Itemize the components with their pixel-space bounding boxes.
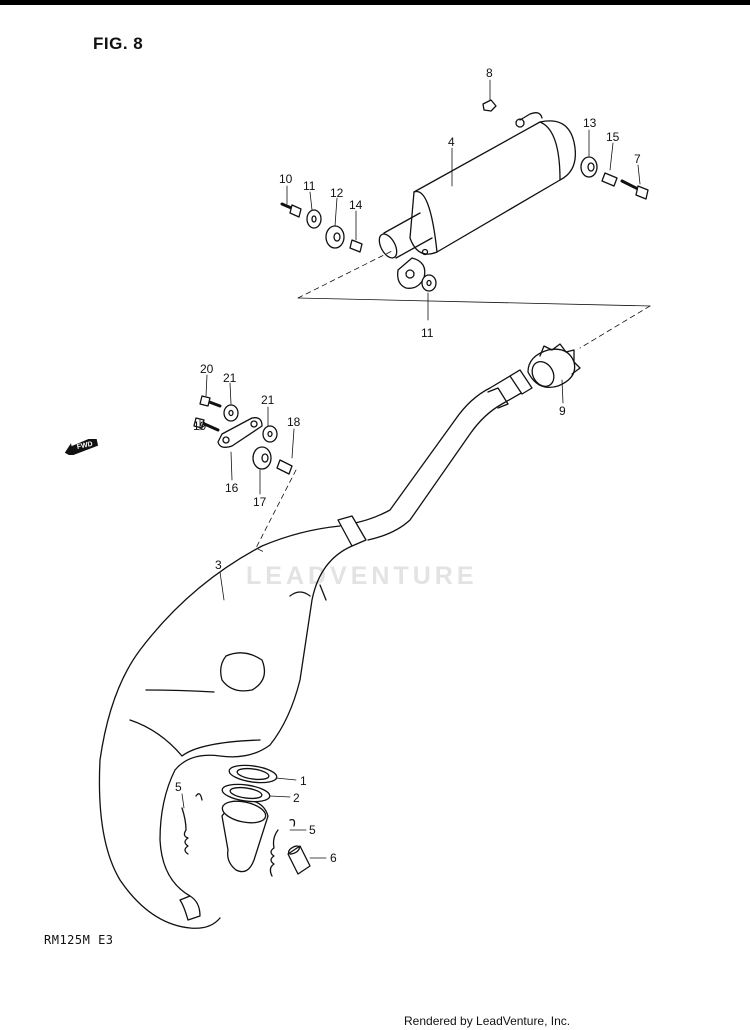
callout-21-left: 21 [223,371,237,385]
callout-1: 1 [300,774,307,788]
callout-11-lower: 11 [421,326,434,340]
callout-17: 17 [253,495,267,509]
gasket-parts [221,764,297,803]
callout-4: 4 [448,135,455,149]
callout-12: 12 [330,186,344,200]
figure-title: FIG. 8 [93,34,144,53]
callout-11-upper: 11 [303,179,316,193]
hardware-mid [193,374,297,601]
callout-6: 6 [330,851,337,865]
callout-15: 15 [606,130,620,144]
callout-2: 2 [293,791,300,805]
arrow-left-icon: FWD [64,439,99,455]
callout-20: 20 [200,362,214,376]
spring-parts [181,793,327,877]
footer-credit: Rendered by LeadVenture, Inc. [404,1014,571,1028]
callout-labels: 8 4 13 15 7 10 11 12 14 11 9 20 21 21 18… [175,66,641,865]
callout-18: 18 [287,415,301,429]
callout-19: 19 [193,419,207,433]
callout-7: 7 [634,152,641,166]
callout-10: 10 [279,172,293,186]
model-code: RM125M E3 [44,933,114,947]
muffler-part [378,112,577,289]
fwd-label: FWD [76,441,93,451]
top-border [0,0,750,5]
callout-16: 16 [225,481,239,495]
callout-5-right: 5 [309,823,316,837]
callout-9: 9 [559,404,566,418]
callout-14: 14 [349,198,363,212]
callout-21-right: 21 [261,393,275,407]
callout-5-left: 5 [175,780,182,794]
callout-13: 13 [583,116,597,130]
callout-3: 3 [215,558,222,572]
seal-part [527,343,581,404]
exhaust-pipe-part [98,369,533,929]
watermark-text: LEADVENTURE [246,562,478,590]
hardware-upper [280,99,649,292]
callout-8: 8 [486,66,493,80]
